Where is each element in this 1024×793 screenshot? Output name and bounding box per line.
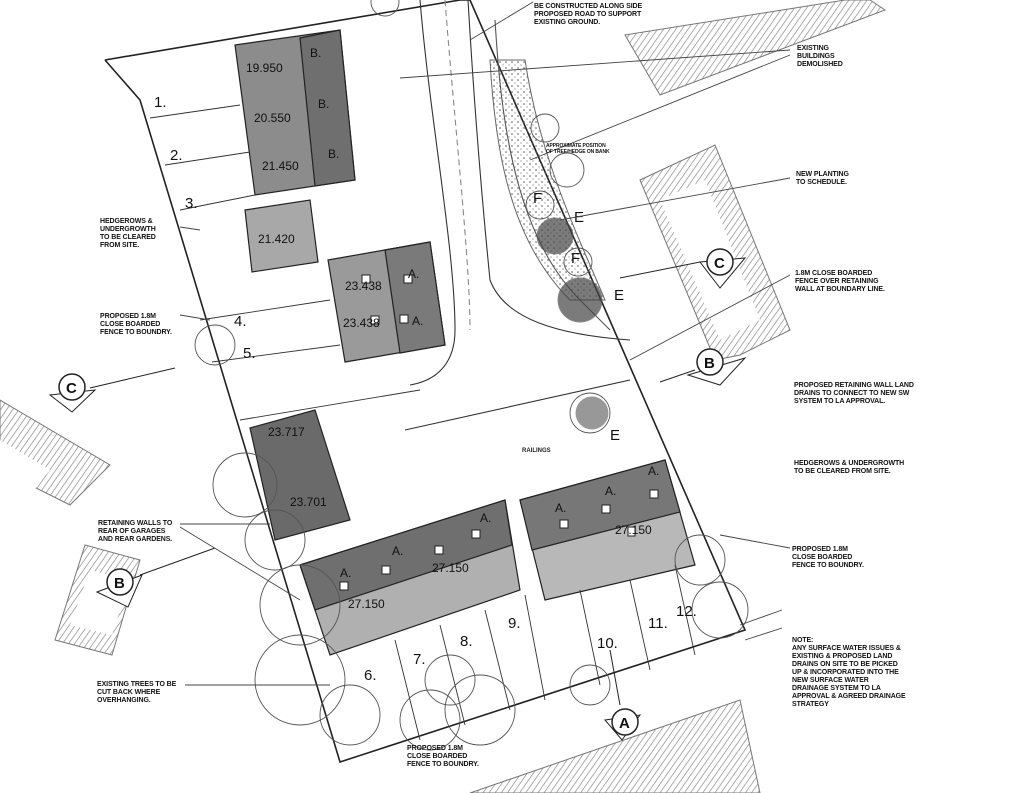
note-fence-over-wall: 1.8m close boarded fence over retaining …: [795, 270, 885, 293]
svg-text:E: E: [574, 209, 584, 226]
floor-levels: 19.950 20.550 21.450 21.420 23.438 23.43…: [246, 61, 652, 611]
section-marker-c-right: C: [619, 248, 747, 289]
note-surface-water: Note: Any surface water issues & existin…: [792, 637, 906, 708]
level-label: 27.150: [432, 561, 469, 575]
svg-text:RAILINGS: RAILINGS: [522, 448, 551, 454]
note-hedgerows-right: Hedgerows & undergrowth to be cleared fr…: [794, 460, 905, 475]
level-label: 23.438: [345, 279, 382, 293]
plot-number: 2.: [170, 147, 183, 164]
plot-number: 5.: [243, 345, 256, 362]
house-type-label: A.: [648, 464, 659, 478]
section-marker-c-left: C: [48, 367, 176, 413]
plot-number: 9.: [508, 615, 521, 632]
note-fence-bottom: Proposed 1.8m close boarded fence to bou…: [407, 745, 479, 768]
plot-number: 8.: [460, 633, 473, 650]
level-label: 27.150: [348, 597, 385, 611]
level-label: 23.701: [290, 495, 327, 509]
plot-number: 1.: [154, 94, 167, 111]
svg-text:E: E: [614, 287, 624, 304]
site-boundary: [104, 0, 747, 764]
house-type-label: B.: [328, 147, 339, 161]
svg-text:C: C: [66, 380, 77, 397]
section-marker-b-right: B: [659, 348, 747, 386]
note-approx-position: Approximate position of tree/hedge on ba…: [546, 143, 610, 155]
planting-area: [489, 59, 606, 301]
note-existing-buildings: Existing buildings demolished: [797, 45, 843, 68]
house-types: B. B. B. A. A. A. A. A. A. A. A.: [310, 46, 659, 580]
house-type-label: B.: [310, 46, 321, 60]
small-labels: RAILINGS E E E F F: [522, 190, 624, 454]
section-marker-a: A: [604, 649, 642, 741]
svg-text:E: E: [610, 427, 620, 444]
level-label: 21.420: [258, 232, 295, 246]
note-fence-left: Proposed 1.8m close boarded fence to bou…: [100, 313, 172, 336]
note-existing-trees: Existing trees to be cut back where over…: [97, 681, 177, 704]
plot-number: 10.: [597, 635, 618, 652]
house-type-label: A.: [412, 314, 423, 328]
level-label: 20.550: [254, 111, 291, 125]
plot-number: 6.: [364, 667, 377, 684]
note-new-planting: New planting to schedule.: [796, 171, 849, 186]
svg-text:B: B: [704, 355, 715, 372]
plot-boundaries: [149, 104, 696, 741]
note-hedgerows-left: Hedgerows & undergrowth to be cleared fr…: [100, 218, 156, 249]
house-type-label: A.: [392, 544, 403, 558]
level-label: 21.450: [262, 159, 299, 173]
note-retaining-walls-road: Retaining walls to be constructed along …: [534, 0, 643, 26]
level-label: 19.950: [246, 61, 283, 75]
note-fence-right: Proposed 1.8m close boarded fence to bou…: [792, 546, 864, 569]
house-type-label: A.: [408, 267, 419, 281]
svg-text:F: F: [571, 250, 580, 267]
house-blocks: [234, 29, 696, 656]
plot-number: 4.: [234, 313, 247, 330]
svg-text:B: B: [114, 575, 125, 592]
leader-lines: [179, 1, 791, 686]
existing-buildings: [0, 0, 887, 793]
plot-number: 11.: [648, 615, 668, 632]
plot-numbers: 1. 2. 3. 4. 5. 6. 7. 8. 9. 10. 11. 12.: [154, 94, 697, 684]
note-retaining-walls-garages: Retaining walls to rear of garages and r…: [98, 520, 173, 543]
svg-text:A: A: [619, 715, 630, 732]
svg-text:F: F: [533, 190, 542, 207]
house-type-label: A.: [555, 501, 566, 515]
level-label: 23.438: [343, 316, 380, 330]
level-label: 23.717: [268, 425, 305, 439]
house-type-label: A.: [340, 566, 351, 580]
svg-text:C: C: [714, 255, 725, 272]
plot-number: 3.: [185, 195, 198, 212]
windows: [339, 274, 659, 591]
section-marker-b-left: B: [95, 547, 216, 608]
house-type-label: A.: [605, 484, 616, 498]
level-label: 27.150: [615, 523, 652, 537]
trees: [194, 0, 749, 751]
plot-number: 7.: [413, 651, 426, 668]
note-retaining-wall-drains: Proposed retaining wall land drains to c…: [794, 382, 914, 405]
house-type-label: B.: [318, 97, 329, 111]
plot-number: 12.: [676, 603, 697, 620]
house-type-label: A.: [480, 511, 491, 525]
